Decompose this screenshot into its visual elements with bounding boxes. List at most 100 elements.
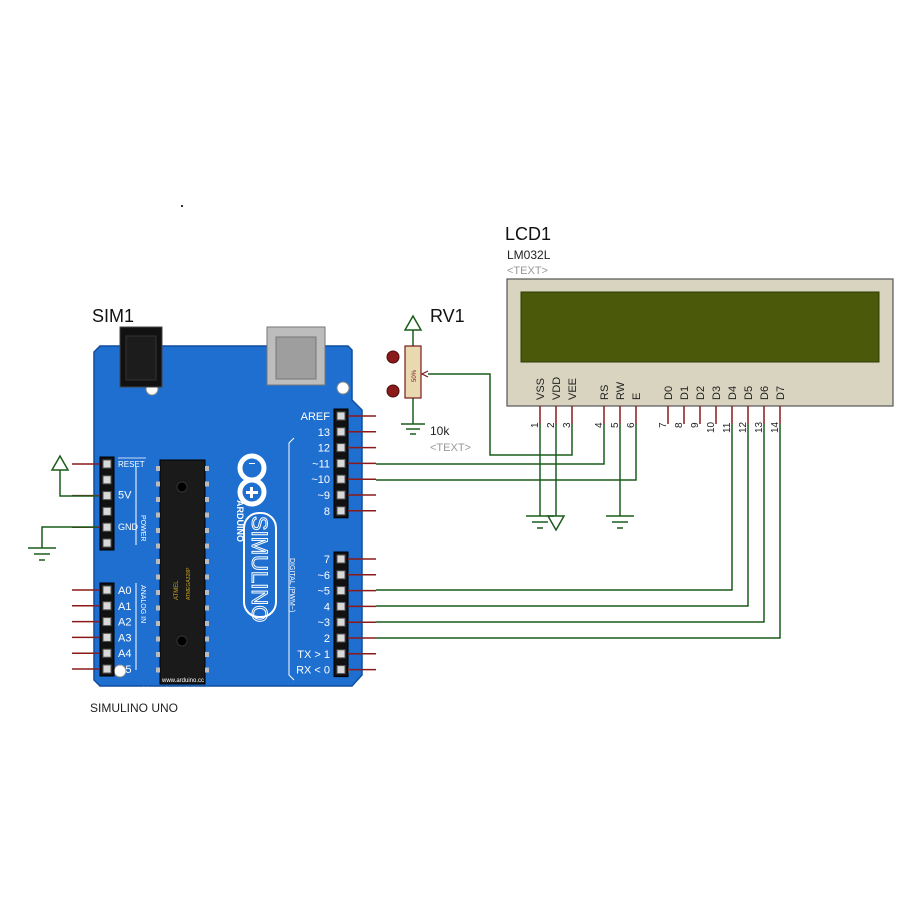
- pot-increase-button[interactable]: [386, 350, 400, 364]
- pin-label-a4: A4: [118, 648, 131, 660]
- pin-socket[interactable]: [102, 522, 112, 532]
- pin-socket-11[interactable]: [336, 458, 346, 468]
- lcd-lm032l[interactable]: LCD1 LM032L <TEXT> VSS1VDD2VEE3RS4RW5E6D…: [505, 224, 894, 433]
- lcd-pin-name-d7: D7: [775, 386, 787, 400]
- pin-socket-6[interactable]: [336, 570, 346, 580]
- pin-socket-a4[interactable]: [102, 648, 112, 658]
- chip-pin: [205, 559, 209, 564]
- digital-group-label: DIGITAL (PWM~): [288, 558, 295, 612]
- chip-pin: [205, 481, 209, 487]
- simulino-brand: SIMULINO: [247, 516, 272, 622]
- chip-pin: [205, 543, 209, 549]
- vdd-arrow-icon: [546, 515, 566, 532]
- pin-socket-a3[interactable]: [102, 632, 112, 642]
- atmega-chip: [159, 459, 206, 685]
- pin-socket-12[interactable]: [336, 443, 346, 453]
- pin-socket-tx-1[interactable]: [336, 649, 346, 659]
- chip-pin: [205, 497, 209, 502]
- pin-socket-8[interactable]: [336, 506, 346, 516]
- wire-d4: [376, 424, 733, 591]
- pot-text-placeholder: <TEXT>: [430, 442, 471, 454]
- lcd-pin-number-e: 6: [626, 422, 637, 428]
- pin-socket-a2[interactable]: [102, 617, 112, 627]
- arduino-name-label: SIMULINO UNO: [90, 701, 178, 715]
- arduino-logo-text: ARDUINO: [235, 500, 245, 542]
- lcd-pin-name-vss: VSS: [535, 378, 547, 400]
- lcd-pin-name-e: E: [631, 393, 643, 400]
- pot-setting: 50%: [412, 369, 418, 382]
- chip-pin: [205, 590, 209, 595]
- pin-socket[interactable]: [102, 491, 112, 501]
- pot-decrease-button[interactable]: [386, 384, 400, 398]
- lcd-pin-number-d1: 8: [674, 422, 685, 428]
- pin-socket-4[interactable]: [336, 601, 346, 611]
- lcd-screen: [520, 291, 880, 363]
- pin-socket-a0[interactable]: [102, 585, 112, 595]
- chip-pin: [156, 543, 160, 549]
- arduino-logo-icon: [237, 453, 267, 507]
- simulino-badge: [243, 512, 277, 618]
- lcd-pin-number-rs: 4: [594, 422, 605, 428]
- pin-label-10: ~10: [311, 474, 330, 486]
- wire-gnd: [41, 526, 98, 548]
- pin-socket-aref[interactable]: [336, 411, 346, 421]
- lcd-pin-name-d4: D4: [727, 386, 739, 400]
- pin-label-a5: A5: [118, 664, 131, 676]
- chip-pins: [156, 466, 209, 673]
- pin-socket[interactable]: [102, 475, 112, 485]
- pin-label-a0: A0: [118, 585, 131, 597]
- chip-pin: [156, 636, 160, 642]
- wire-rs: [376, 424, 605, 465]
- pot-ref-label: RV1: [430, 306, 465, 326]
- pin-socket-2[interactable]: [336, 633, 346, 643]
- pin-socket[interactable]: [102, 506, 112, 516]
- potentiometer-rv1[interactable]: RV1 50% 10k <TEXT>: [386, 306, 471, 454]
- pin-socket-rx-0[interactable]: [336, 665, 346, 675]
- artifact-dot: [181, 205, 183, 207]
- chip-pin: [205, 652, 209, 657]
- lcd-model-label: LM032L: [507, 248, 551, 262]
- arduino-website: www.arduino.cc: [161, 678, 204, 684]
- pin-socket-9[interactable]: [336, 490, 346, 500]
- pin-label-6: ~6: [317, 570, 330, 582]
- pin-label-a3: A3: [118, 632, 131, 644]
- chip-pin: [205, 621, 209, 626]
- pot-value: 10k: [430, 424, 450, 438]
- pin-header-body: [99, 456, 115, 551]
- chip-pin: [156, 466, 160, 471]
- lcd-pin-number-d2: 9: [690, 422, 701, 428]
- pin-header-body: [333, 551, 349, 678]
- pin-header-body: [99, 582, 115, 677]
- wire-d7: [376, 424, 781, 639]
- lcd-pin-name-rs: RS: [599, 385, 611, 400]
- pin-socket[interactable]: [102, 538, 112, 548]
- chip-pin: [205, 636, 209, 642]
- lcd-pin-number-vdd: 2: [546, 422, 557, 428]
- pin-socket[interactable]: [102, 459, 112, 469]
- chip-pin: [205, 466, 209, 471]
- pin-socket-3[interactable]: [336, 617, 346, 627]
- chip-pin: [156, 481, 160, 487]
- pin-label-7: 7: [324, 554, 330, 566]
- lcd-pin-name-d1: D1: [679, 386, 691, 400]
- chip-pin: [205, 667, 209, 673]
- lcd-pin-name-d3: D3: [711, 386, 723, 400]
- pin-socket-a1[interactable]: [102, 601, 112, 611]
- pin-socket-7[interactable]: [336, 554, 346, 564]
- pin-socket-5[interactable]: [336, 586, 346, 596]
- chip-pin: [156, 590, 160, 595]
- pin-label-13: 13: [318, 427, 330, 439]
- wire-d6: [376, 424, 765, 623]
- chip-pin: [205, 605, 209, 611]
- chip-pin: [156, 667, 160, 673]
- pin-socket-13[interactable]: [336, 427, 346, 437]
- arduino-board[interactable]: SIM1 ATMEL ATMEGA328P ARDUINO: [90, 306, 363, 715]
- pin-socket-a5[interactable]: [102, 664, 112, 674]
- pin-label-tx-1: TX > 1: [297, 649, 330, 661]
- pin-socket-10[interactable]: [336, 474, 346, 484]
- lcd-pin-number-d6: 13: [754, 421, 765, 433]
- chip-pin: [156, 574, 160, 580]
- chip-pin: [156, 512, 160, 518]
